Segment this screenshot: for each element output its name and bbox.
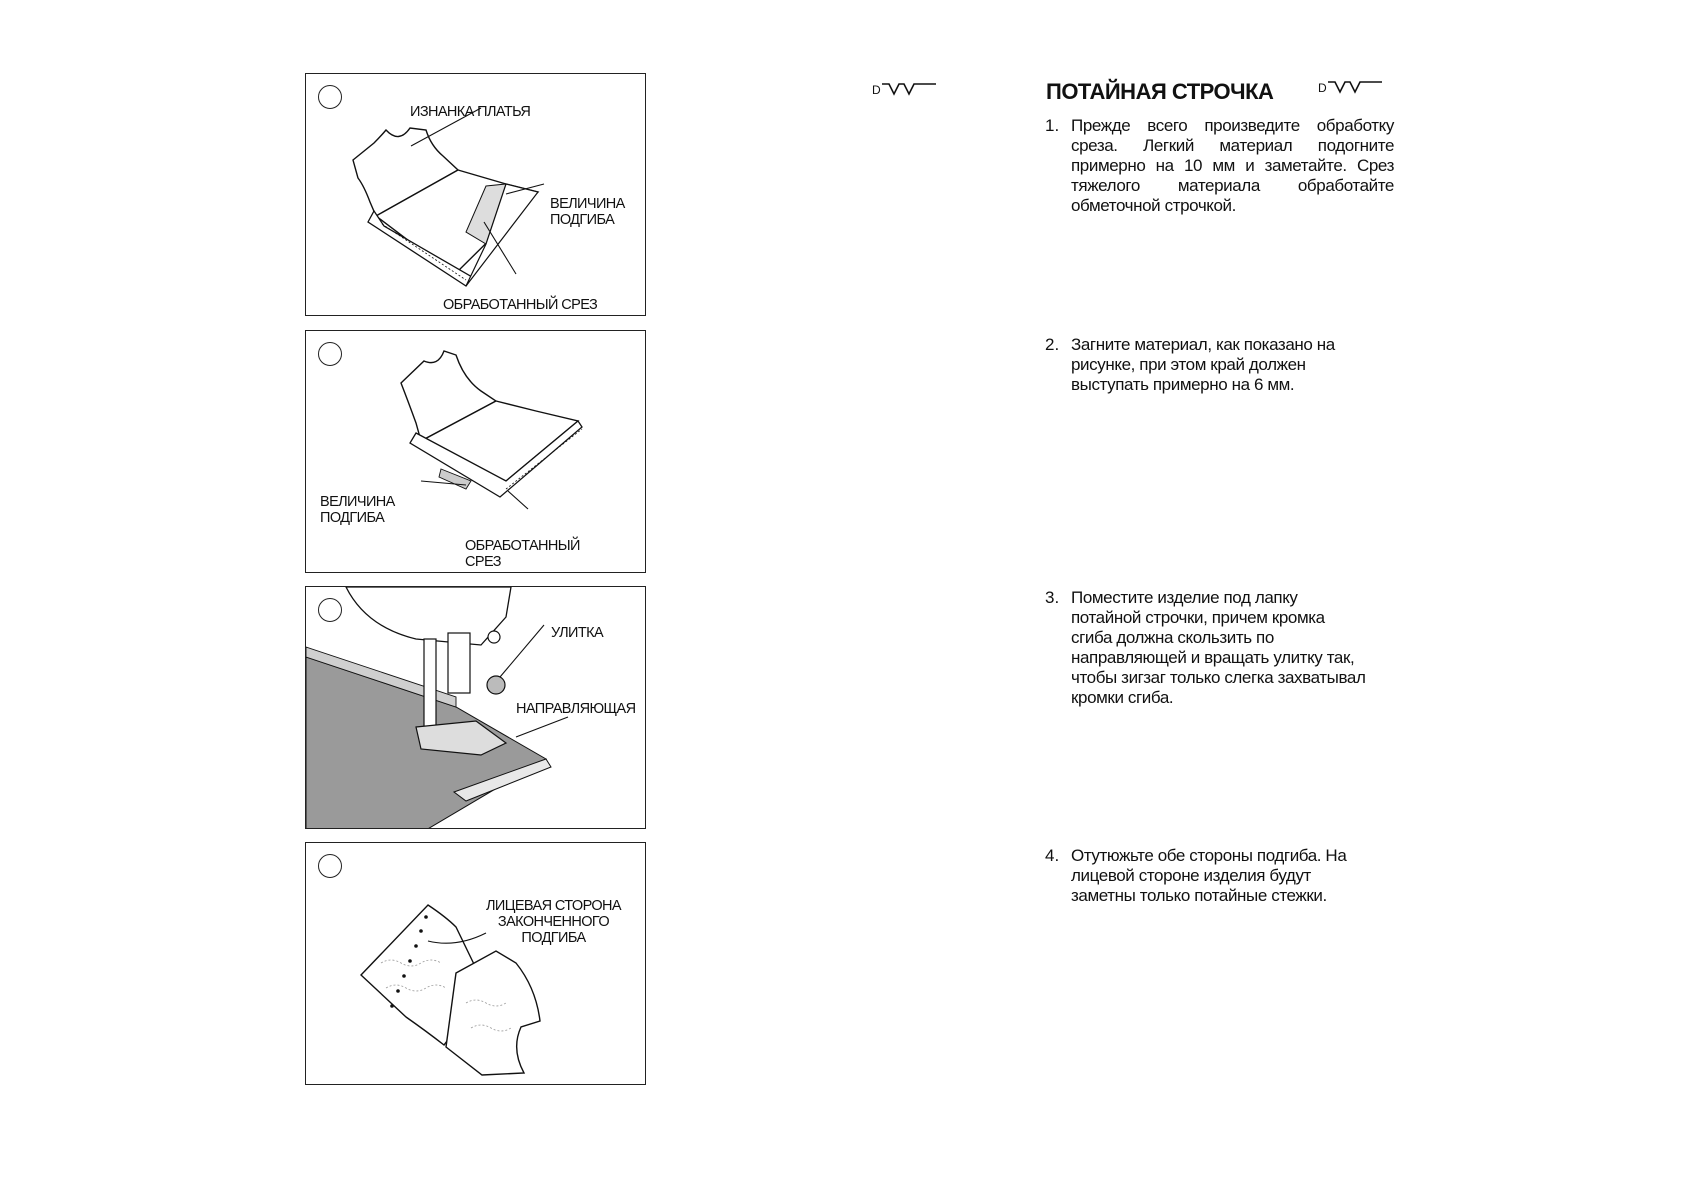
blind-stitch-symbol-left: D [872, 80, 942, 100]
figure-label: НАПРАВЛЯЮЩАЯ [516, 701, 635, 717]
figure-2: ВЕЛИЧИНА ПОДГИБА ОБРАБОТАННЫЙ СРЕЗ [305, 330, 646, 573]
figure-label: ИЗНАНКА ПЛАТЬЯ [410, 104, 530, 120]
step-number: 4. [1045, 846, 1059, 866]
figure-label: ОБРАБОТАННЫЙ СРЕЗ [443, 297, 597, 313]
step-text: Загните материал, как показано на рисунк… [1071, 335, 1394, 395]
instruction-step-3: 3. Поместите изделие под лапку потайной … [1045, 588, 1395, 710]
figure-label: ОБРАБОТАННЫЙ СРЕЗ [465, 538, 580, 570]
step-text: Прежде всего произведите обработку среза… [1071, 116, 1394, 216]
figure-label: УЛИТКА [551, 625, 603, 641]
instruction-step-2: 2. Загните материал, как показано на рис… [1045, 335, 1395, 397]
step-text: Поместите изделие под лапку потайной стр… [1071, 588, 1394, 708]
step-number: 2. [1045, 335, 1059, 355]
figure-label: ВЕЛИЧИНА ПОДГИБА [550, 196, 625, 228]
blind-stitch-icon: D [1318, 78, 1388, 98]
figure-label: ВЕЛИЧИНА ПОДГИБА [320, 494, 395, 526]
blind-stitch-icon: D [872, 80, 942, 100]
finished-hem-illustration [306, 843, 646, 1085]
step-text: Отутюжьте обе стороны подгиба. На лицево… [1071, 846, 1394, 906]
figure-1: ИЗНАНКА ПЛАТЬЯ ВЕЛИЧИНА ПОДГИБА ОБРАБОТА… [305, 73, 646, 316]
blind-stitch-symbol-title: D [1318, 78, 1388, 98]
step-number: 3. [1045, 588, 1059, 608]
folded-fabric-illustration [306, 331, 646, 573]
page-title: ПОТАЙНАЯ СТРОЧКА [1046, 79, 1273, 105]
step-number: 1. [1045, 116, 1059, 136]
instruction-step-4: 4. Отутюжьте обе стороны подгиба. На лиц… [1045, 846, 1395, 908]
symbol-letter: D [1318, 81, 1327, 95]
figure-3: УЛИТКА НАПРАВЛЯЮЩАЯ [305, 586, 646, 829]
instruction-step-1: 1. Прежде всего произведите обработку ср… [1045, 116, 1395, 216]
figure-4: ЛИЦЕВАЯ СТОРОНА ЗАКОНЧЕННОГО ПОДГИБА [305, 842, 646, 1085]
figure-label: ЛИЦЕВАЯ СТОРОНА ЗАКОНЧЕННОГО ПОДГИБА [486, 898, 621, 946]
symbol-letter: D [872, 83, 881, 97]
